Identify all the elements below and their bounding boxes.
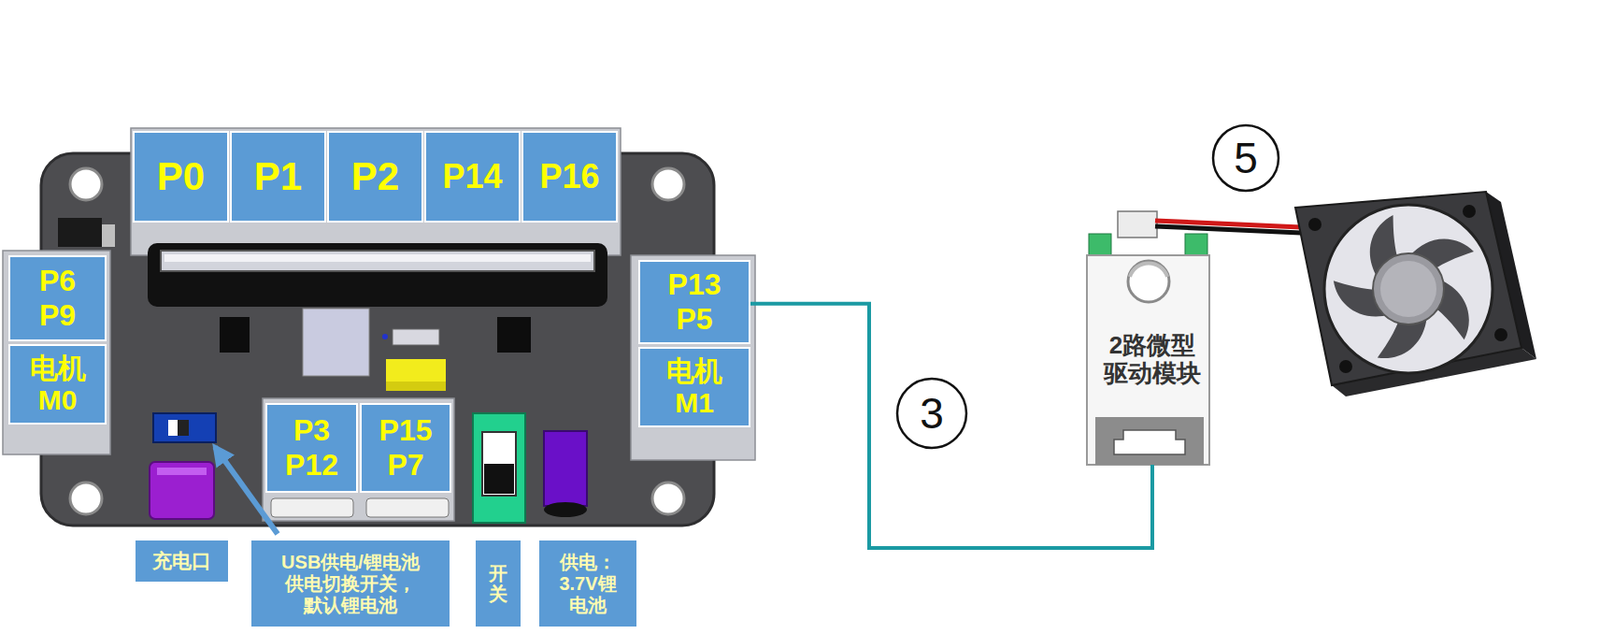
node-text: 电机 M0 <box>25 352 90 417</box>
part-label: 供电：3.7V锂 电池 <box>539 540 637 627</box>
node-text: P16 <box>539 157 600 196</box>
node-text: 电机 M1 <box>662 355 728 420</box>
port-cell: P1 <box>229 130 327 223</box>
node-text: P1 <box>254 154 302 200</box>
node-text: P0 <box>157 154 205 200</box>
node-text: USB供电/锂电池 供电切换开关， 默认锂电池 <box>279 551 422 616</box>
part-label: USB供电/锂电池 供电切换开关， 默认锂电池 <box>251 540 450 627</box>
node-text: 充电口 <box>152 549 212 572</box>
part-label: 充电口 <box>135 540 229 582</box>
port-cell: P0 <box>132 130 229 223</box>
node-text: P15 P7 <box>379 413 433 483</box>
port-cell: P16 <box>521 130 618 223</box>
driver-module <box>1086 211 1210 465</box>
part-label: 开关 <box>475 540 521 627</box>
node-text: P6 P9 <box>39 263 76 333</box>
port-cell: P2 <box>327 130 424 223</box>
node-text: 开关 <box>488 562 508 604</box>
node-text: P14 <box>442 157 502 196</box>
motor-cell: 电机 M0 <box>8 343 107 425</box>
node-text: P2 <box>351 154 400 200</box>
port-cell: P3 P12 <box>265 402 358 493</box>
port-cell: P14 <box>424 130 521 223</box>
fan <box>1295 191 1537 397</box>
module-label: 2路微型 驱动模块 <box>1086 255 1218 465</box>
callout-circle <box>897 378 967 448</box>
node-text: P13 P5 <box>668 267 722 337</box>
controller-board <box>2 128 756 534</box>
port-cell: P13 P5 <box>638 259 751 344</box>
port-cell: P6 P9 <box>8 255 107 342</box>
cable <box>750 303 1153 548</box>
node-text: P3 P12 <box>285 413 339 483</box>
port-cell: P15 P7 <box>359 402 452 493</box>
motor-cell: 电机 M1 <box>638 346 751 428</box>
callout-circle <box>1213 125 1279 191</box>
node-text: 2路微型 驱动模块 <box>1096 331 1209 388</box>
callout-number: 5 <box>1233 136 1258 180</box>
node-text: 供电：3.7V锂 电池 <box>557 551 619 616</box>
callout-number: 3 <box>919 391 944 435</box>
